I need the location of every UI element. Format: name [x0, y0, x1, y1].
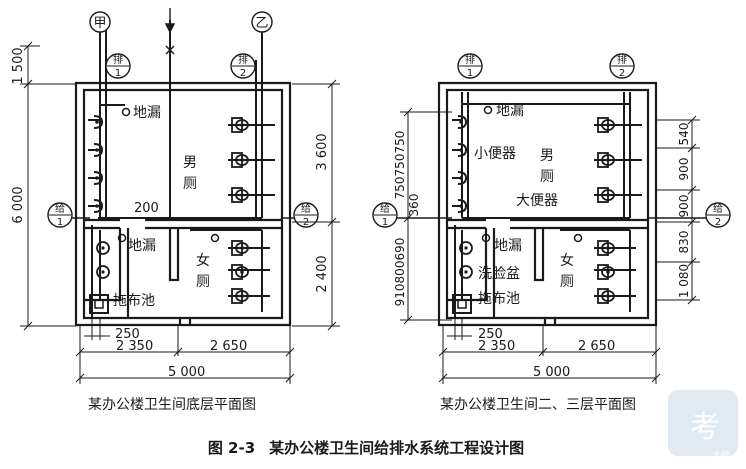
figure-caption: 图 2-3 某办公楼卫生间给排水系统工程设计图 [0, 437, 746, 458]
svg-text:1: 1 [467, 68, 473, 79]
watermark-char: 考 [690, 410, 720, 445]
figure-title: 某办公楼卫生间给排水系统工程设计图 [269, 439, 525, 457]
svg-text:给: 给 [301, 202, 311, 215]
left-gei2: 给 2 [282, 202, 319, 228]
right-dim-360: 360 [407, 194, 421, 217]
left-dim-2650: 2 650 [210, 339, 247, 354]
left-gei1: 给 1 [47, 202, 90, 228]
svg-text:排: 排 [238, 53, 248, 66]
left-dim-250: 250 [115, 327, 140, 342]
right-women-label-1: 女 [560, 252, 574, 269]
svg-text:2: 2 [715, 217, 721, 228]
right-dim-5000: 5 000 [533, 365, 570, 380]
left-walls [74, 81, 292, 327]
watermark-text: 大帅 [712, 451, 731, 461]
right-fixtures [452, 105, 615, 314]
svg-text:2: 2 [619, 68, 625, 79]
svg-text:排: 排 [465, 53, 475, 66]
right-urinal-label: 小便器 [474, 146, 516, 162]
left-dim-200: 200 [134, 201, 159, 216]
right-dim-1080: 1 080 [677, 264, 691, 298]
left-plan: 甲 乙 排 1 排 2 给 1 [11, 8, 340, 384]
left-women-label-2: 厕 [196, 274, 210, 290]
right-wc-label: 大便器 [516, 193, 558, 209]
arrow-down-icon [164, 8, 176, 55]
left-dim-2350: 2 350 [116, 339, 153, 354]
left-men-label-2: 厕 [183, 176, 197, 192]
right-dim-top-stack: 750750750 [393, 131, 407, 200]
svg-text:2: 2 [240, 68, 246, 79]
right-dim-bottom-stack: 910800690 [393, 238, 407, 307]
left-mop-sink-label: 拖布池 [113, 293, 155, 309]
svg-text:给: 给 [55, 202, 65, 215]
svg-text:甲: 甲 [93, 16, 106, 31]
svg-text:1: 1 [382, 217, 388, 228]
watermark-badge [668, 390, 738, 456]
left-floor-drain-label-1: 地漏 [133, 105, 161, 121]
left-dim-1500: 1 500 [11, 47, 26, 84]
left-floor-drain-label-2: 地漏 [128, 238, 156, 254]
svg-text:排: 排 [113, 53, 123, 66]
svg-text:排: 排 [617, 53, 627, 66]
right-dim-830: 830 [677, 231, 691, 254]
left-women-label-1: 女 [196, 252, 210, 269]
right-walls [437, 81, 658, 327]
right-gei2: 给 2 [648, 202, 731, 228]
right-floor-drain-label-1: 地漏 [496, 103, 524, 119]
right-gei1: 给 1 [372, 202, 452, 228]
left-pai2: 排 2 [230, 53, 256, 79]
right-men-label-1: 男 [540, 148, 554, 164]
left-pai1: 排 1 [105, 53, 131, 79]
left-fixtures [89, 107, 249, 314]
svg-text:1: 1 [115, 68, 121, 79]
right-dim-250: 250 [478, 327, 503, 342]
right-dim-2650: 2 650 [578, 339, 615, 354]
right-basin-label: 洗脸盆 [478, 266, 520, 282]
left-pipes [88, 20, 275, 318]
left-dimension-lines [20, 41, 340, 384]
right-pai1: 排 1 [457, 53, 483, 79]
right-dimension-lines [400, 107, 700, 384]
left-dim-6000: 6 000 [11, 186, 26, 223]
left-dim-2400: 2 400 [315, 255, 330, 292]
svg-text:给: 给 [380, 202, 390, 215]
svg-text:乙: 乙 [255, 16, 268, 31]
right-men-label-2: 厕 [540, 169, 554, 185]
right-plan: 排 1 排 2 给 1 给 2 地漏 小便器 大便器 地漏 洗脸盆 拖布池 [372, 53, 731, 384]
svg-text:1: 1 [57, 217, 63, 228]
right-pai2: 排 2 [609, 53, 635, 79]
right-plan-caption: 某办公楼卫生间二、三层平面图 [440, 397, 636, 413]
left-dim-3600: 3 600 [315, 133, 330, 170]
left-men-label-1: 男 [183, 155, 197, 171]
right-women-label-2: 厕 [560, 274, 574, 290]
right-floor-drain-label-2: 地漏 [494, 238, 522, 254]
left-plan-caption: 某办公楼卫生间底层平面图 [88, 397, 256, 413]
right-dim-900b: 900 [677, 195, 691, 218]
figure-number: 图 2-3 [207, 439, 256, 457]
riser-jia: 甲 [89, 11, 111, 33]
right-dim-540: 540 [677, 123, 691, 146]
right-dim-900a: 900 [677, 158, 691, 181]
right-dim-2350: 2 350 [478, 339, 515, 354]
right-mop-sink-label: 拖布池 [478, 291, 520, 307]
left-dim-5000: 5 000 [168, 365, 205, 380]
riser-yi: 乙 [251, 11, 273, 33]
svg-text:给: 给 [713, 202, 723, 215]
